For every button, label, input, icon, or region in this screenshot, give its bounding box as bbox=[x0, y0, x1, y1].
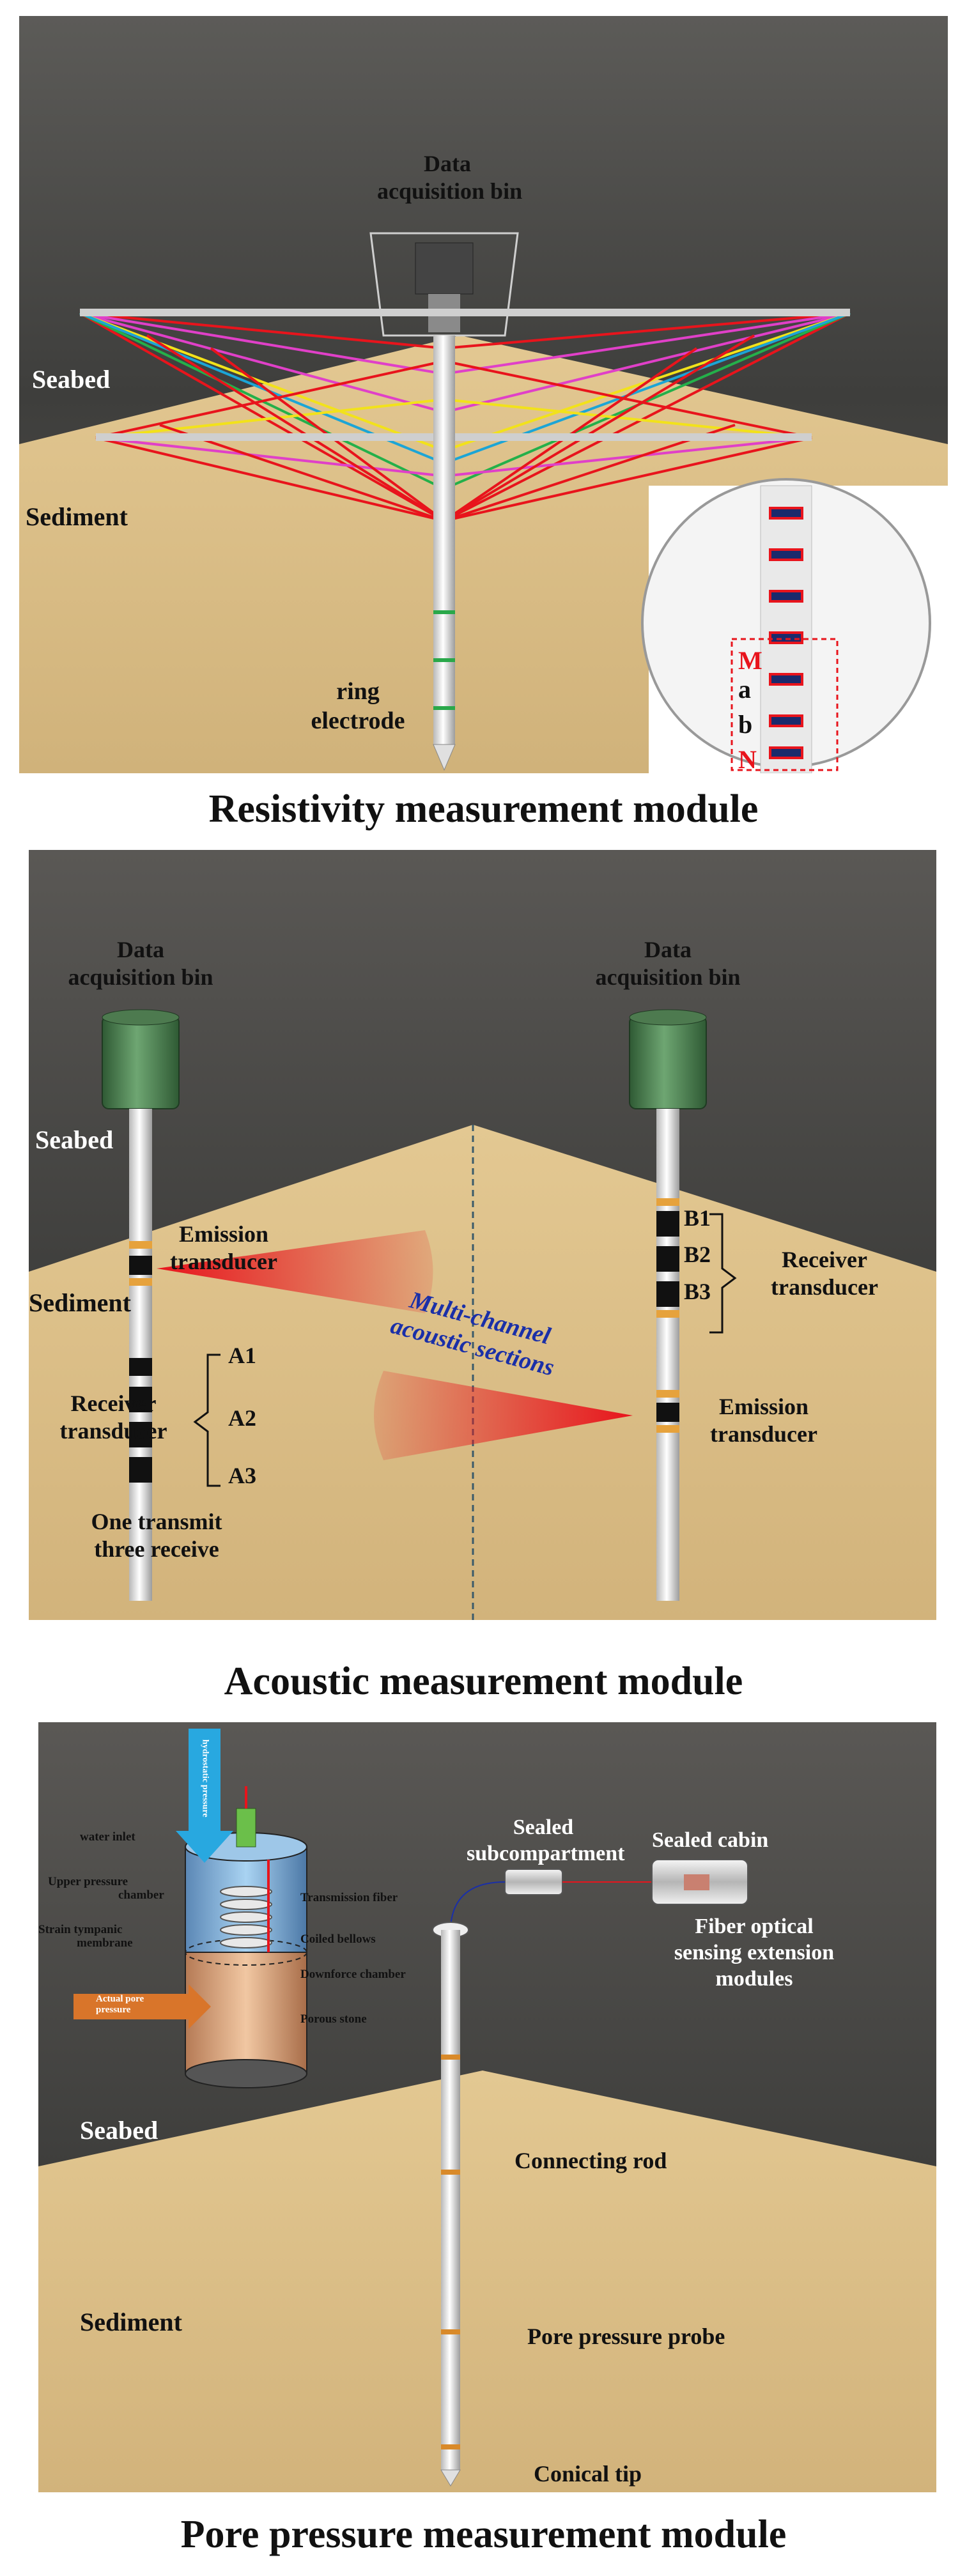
bracket-b bbox=[709, 1213, 737, 1334]
hydrostatic-label: hydrostatic pressure bbox=[200, 1739, 210, 1817]
membrane-line2: membrane bbox=[77, 1936, 133, 1950]
label-a1: A1 bbox=[228, 1343, 256, 1368]
fiber-line1: Fiber optical bbox=[695, 1915, 814, 1938]
seabed-label: Seabed bbox=[80, 2116, 159, 2145]
fiber-modules-label: Fiber optical sensing extension modules bbox=[652, 1914, 856, 1992]
actual-pore-label: Actual pore pressure bbox=[96, 1994, 144, 2015]
transmission-fiber-label: Transmission fiber bbox=[300, 1891, 398, 1904]
note-line2: three receive bbox=[94, 1536, 219, 1562]
inset-letter-a: a bbox=[738, 675, 751, 704]
electrode-inset bbox=[641, 478, 948, 773]
emission-left-line2: transducer bbox=[170, 1249, 277, 1275]
sediment-label: Sediment bbox=[29, 1288, 131, 1317]
emission-right-line1: Emission bbox=[718, 1394, 809, 1419]
upper-chamber-label: Upper pressure chamber bbox=[48, 1875, 164, 1902]
electrode-label-line2: electrode bbox=[311, 707, 405, 734]
sediment-body bbox=[38, 2071, 936, 2492]
bin-right-line2: acquisition bin bbox=[595, 964, 741, 991]
fiber-line3: modules bbox=[715, 1966, 793, 1991]
bin-label-right: Data acquisition bin bbox=[594, 936, 741, 991]
label-a2: A2 bbox=[228, 1405, 256, 1431]
bracket-a bbox=[193, 1354, 220, 1487]
right-probe bbox=[629, 1009, 707, 1601]
receiver-right-line1: Receiver bbox=[782, 1247, 867, 1272]
left-probe bbox=[102, 1009, 180, 1601]
receiver-right-label: Receiver transducer bbox=[751, 1246, 898, 1301]
resistivity-scene bbox=[19, 16, 948, 773]
actual-pore-arrow bbox=[73, 1984, 211, 2029]
label-b3: B3 bbox=[684, 1279, 711, 1304]
pore-probe-label: Pore pressure probe bbox=[527, 2324, 725, 2349]
inset-letter-b: b bbox=[738, 710, 753, 739]
pore-pressure-panel: hydrostatic pressure water inlet Upper p… bbox=[38, 1722, 936, 2492]
acoustic-panel: Data acquisition bin Data acquisition bi… bbox=[29, 850, 936, 1620]
sediment-label: Sediment bbox=[26, 502, 128, 531]
label-a3: A3 bbox=[228, 1463, 256, 1488]
electrode-label-line1: ring bbox=[336, 678, 380, 705]
receiver-right-line2: transducer bbox=[771, 1274, 878, 1300]
actual-pore-line2: pressure bbox=[96, 2004, 131, 2015]
pore-pressure-caption: Pore pressure measurement module bbox=[180, 2513, 787, 2556]
water-inlet-label: water inlet bbox=[80, 1830, 135, 1844]
seabed-label: Seabed bbox=[32, 365, 111, 394]
upper-chamber-line1: Upper pressure bbox=[48, 1875, 128, 1888]
sediment-body bbox=[29, 1125, 936, 1620]
bin-label-left: Data acquisition bin bbox=[67, 936, 214, 991]
electrode-label: ring electrode bbox=[294, 677, 422, 736]
transmit-receive-note: One transmit three receive bbox=[70, 1508, 243, 1563]
pore-probe-rod bbox=[432, 1922, 469, 2487]
receiver-left-line2: transducer bbox=[59, 1418, 167, 1444]
bin-label-line2: acquisition bin bbox=[377, 178, 523, 204]
membrane-label: Strain tympanic membrane bbox=[38, 1923, 133, 1950]
bin-label-line1: Data bbox=[424, 151, 471, 176]
sealed-sub-line1: Sealed bbox=[513, 1816, 574, 1839]
acoustic-caption: Acoustic measurement module bbox=[224, 1660, 743, 1703]
bin-right-line1: Data bbox=[644, 937, 692, 962]
sealed-sub-line2: subcompartment bbox=[467, 1841, 625, 1865]
inset-letter-m: M bbox=[738, 646, 762, 675]
emission-left-line1: Emission bbox=[178, 1221, 269, 1247]
membrane-line1: Strain tympanic bbox=[38, 1923, 123, 1936]
sealed-subcompartment bbox=[450, 1869, 652, 1927]
fiber-line2: sensing extension bbox=[674, 1940, 835, 1964]
sealed-cabin-label: Sealed cabin bbox=[652, 1828, 769, 1852]
label-b1: B1 bbox=[684, 1205, 711, 1231]
resistivity-panel: Data acquisition bin Seabed Sediment rin… bbox=[19, 16, 948, 773]
note-line1: One transmit bbox=[91, 1509, 222, 1534]
label-b2: B2 bbox=[684, 1242, 711, 1267]
coiled-bellows-label: Coiled bellows bbox=[300, 1932, 376, 1946]
sediment-label: Sediment bbox=[80, 2308, 182, 2336]
emission-left-label: Emission transducer bbox=[160, 1221, 288, 1276]
receiver-left-line1: Receiver bbox=[70, 1391, 157, 1416]
emission-right-line2: transducer bbox=[710, 1421, 817, 1447]
resistivity-caption: Resistivity measurement module bbox=[208, 787, 759, 831]
emission-right-label: Emission transducer bbox=[690, 1393, 837, 1448]
hydrostatic-arrow bbox=[176, 1729, 233, 1863]
seabed-label: Seabed bbox=[35, 1125, 114, 1154]
sealed-subcompartment-label: Sealed subcompartment bbox=[467, 1815, 625, 1867]
inset-letter-n: N bbox=[738, 745, 757, 773]
bin-label: Data acquisition bin bbox=[377, 150, 523, 205]
conical-tip-label: Conical tip bbox=[534, 2461, 642, 2487]
resistivity-rod bbox=[433, 335, 456, 771]
downforce-chamber-label: Downforce chamber bbox=[300, 1968, 406, 1981]
receiver-left-label: Receiver transducer bbox=[45, 1390, 182, 1445]
pore-sensor-diagram bbox=[185, 1786, 307, 2088]
acoustic-fan-right bbox=[374, 1371, 633, 1460]
upper-chamber-line2: chamber bbox=[118, 1888, 164, 1902]
sealed-cabin bbox=[651, 1859, 748, 1905]
porous-stone-label: Porous stone bbox=[300, 2012, 367, 2026]
acoustic-scene bbox=[29, 850, 936, 1620]
pore-pressure-scene bbox=[38, 1722, 936, 2492]
acoustic-fan-left bbox=[157, 1230, 433, 1313]
connecting-rod-label: Connecting rod bbox=[514, 2148, 667, 2173]
bin-left-line2: acquisition bin bbox=[68, 964, 213, 991]
actual-pore-line1: Actual pore bbox=[96, 1994, 144, 2004]
bin-left-line1: Data bbox=[117, 937, 164, 962]
